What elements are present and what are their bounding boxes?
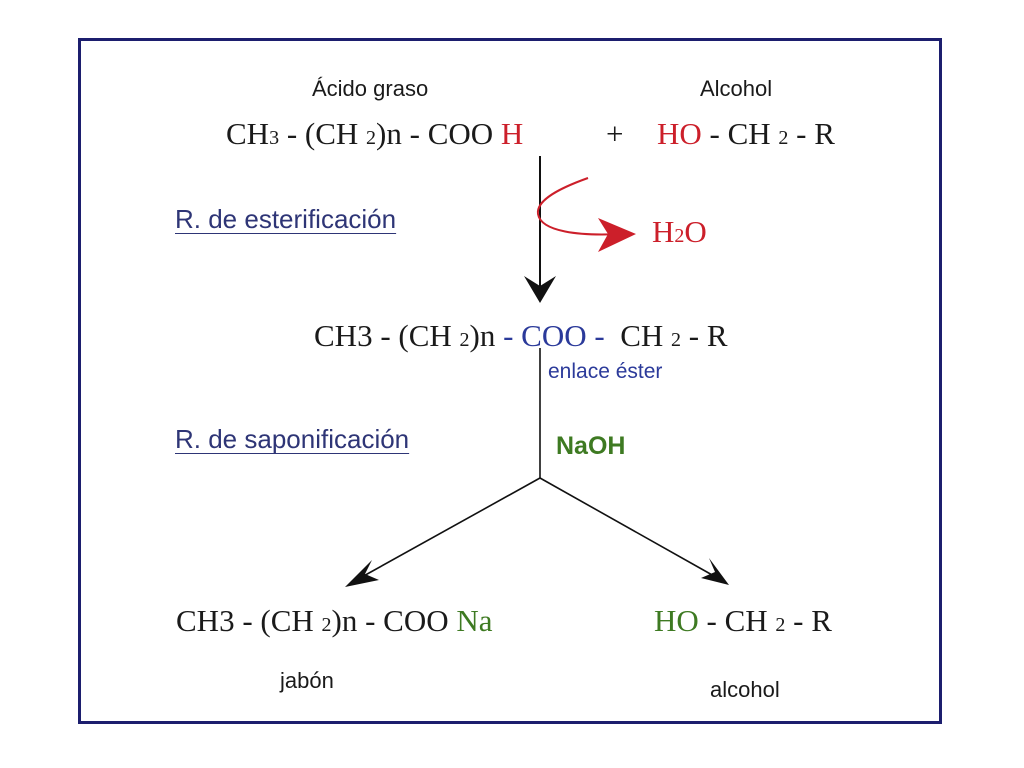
reactant-equation: CH3 - (CH 2)n - COO H — [226, 116, 523, 152]
acid-formula-end: )n - COO — [376, 116, 501, 151]
esterification-label: R. de esterificación — [175, 204, 397, 234]
water-o: O — [684, 214, 707, 249]
alcohol-subscript: 2 — [778, 127, 789, 149]
ester-end: - R — [681, 318, 728, 353]
alcohol-product-mid: - CH — [698, 603, 776, 638]
alcohol-product-formula: HO - CH 2 - R — [654, 603, 832, 639]
soap-mid: )n - COO — [331, 603, 457, 638]
alcohol-formula: HO - CH 2 - R — [657, 116, 835, 152]
soap-branch-line — [359, 477, 541, 579]
ester-mid: )n — [469, 318, 504, 353]
soap-label: jabón — [280, 668, 334, 693]
plus-sign: + — [606, 116, 624, 151]
acid-formula-mid: - (CH — [279, 116, 367, 151]
ester-subscript-1: 2 — [459, 329, 470, 351]
alcohol-arrowhead — [701, 558, 729, 585]
soap-subscript: 2 — [321, 614, 332, 636]
soap-sodium: Na — [456, 603, 493, 638]
alcohol-hydroxyl: HO — [657, 116, 702, 151]
alcohol-product-subscript: 2 — [775, 614, 786, 636]
ester-bond-label: enlace éster — [548, 360, 663, 383]
acid-subscript-2: 2 — [366, 127, 377, 149]
esterification-arrowhead — [524, 276, 556, 303]
alcohol-branch-line — [539, 477, 715, 577]
naoh-reagent: NaOH — [556, 432, 626, 460]
acid-label: Ácido graso — [312, 76, 429, 101]
water-release-curve — [536, 177, 621, 236]
water-formula: H2O — [652, 214, 707, 250]
soap-start: CH3 - (CH — [176, 603, 322, 638]
ester-subscript-2: 2 — [671, 329, 682, 351]
alcohol-bottom-label: alcohol — [710, 677, 780, 702]
saponification-label: R. de saponificación — [175, 424, 410, 454]
water-subscript: 2 — [674, 225, 685, 247]
acid-hydrogen: H — [500, 116, 524, 151]
ester-ch: CH — [604, 318, 672, 353]
alcohol-product-hydroxyl: HO — [654, 603, 699, 638]
alcohol-product-end: - R — [785, 603, 832, 638]
soap-formula: CH3 - (CH 2)n - COO Na — [176, 603, 493, 639]
ester-start: CH3 - (CH — [314, 318, 460, 353]
diagram-frame — [78, 38, 942, 724]
alcohol-formula-mid: - CH — [701, 116, 779, 151]
water-h: H — [652, 214, 675, 249]
ester-formula: CH3 - (CH 2)n - COO - CH 2 - R — [314, 318, 728, 354]
alcohol-formula-end: - R — [788, 116, 835, 151]
acid-subscript-1: 3 — [269, 127, 280, 149]
water-release-arrowhead — [598, 218, 636, 252]
soap-arrowhead — [345, 560, 379, 587]
ester-bond-group: - COO - — [503, 318, 605, 353]
alcohol-top-label: Alcohol — [700, 76, 773, 101]
acid-formula-start: CH — [226, 116, 270, 151]
